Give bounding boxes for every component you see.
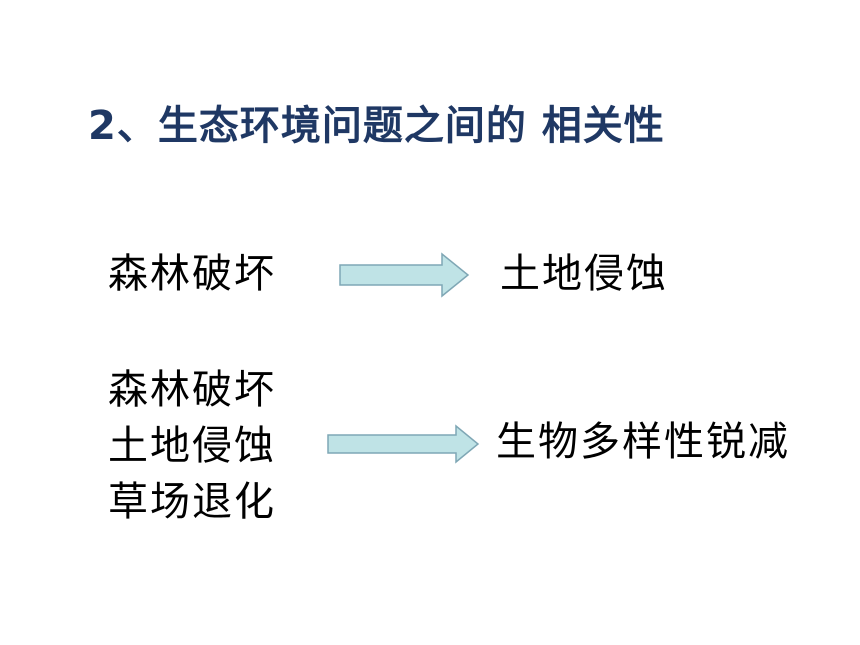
right-arrow-icon	[339, 252, 470, 298]
arrow2-shape	[327, 424, 480, 464]
relation2-target: 生物多样性锐减	[496, 419, 790, 465]
relation2-source-item: 草场退化	[108, 479, 276, 525]
right-arrow-icon	[327, 424, 480, 464]
relation2-source-item: 土地侵蚀	[108, 423, 276, 469]
relation2-source-item: 森林破坏	[108, 367, 276, 413]
relation1-source: 森林破坏	[108, 251, 276, 297]
relation2-sources: 森林破坏 土地侵蚀 草场退化	[108, 362, 276, 530]
relation1-target: 土地侵蚀	[500, 251, 668, 297]
slide-title: 2、生态环境问题之间的 相关性	[88, 103, 665, 149]
arrow1-shape	[339, 252, 470, 298]
